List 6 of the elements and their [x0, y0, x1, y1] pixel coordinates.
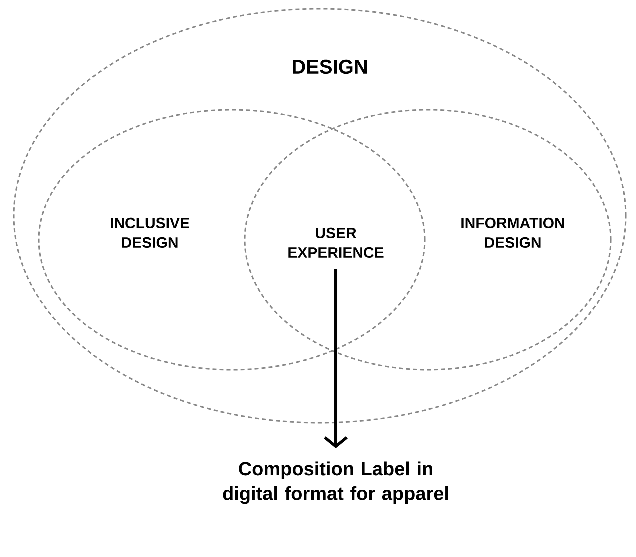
region-label: INFORMATION DESIGN — [462, 218, 564, 248]
caption-text: Composition Label in digital format for apparel — [223, 462, 448, 504]
heading: DESIGN — [293, 60, 367, 74]
region-label: USER EXPERIENCE — [288, 228, 384, 258]
arrow — [324, 269, 348, 449]
region-label: INCLUSIVE DESIGN — [111, 218, 190, 248]
